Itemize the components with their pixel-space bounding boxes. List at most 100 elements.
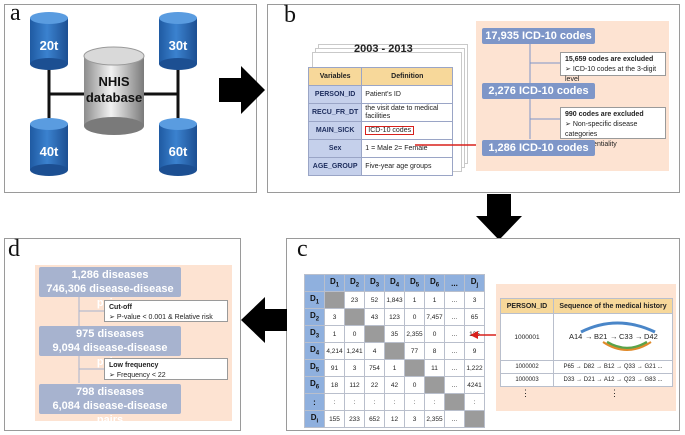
matrix-cell: : (404, 393, 425, 411)
tier-label-60t: 60t (169, 144, 188, 159)
matrix-row-header: D2 (304, 308, 325, 326)
matrix-cell: 754 (364, 359, 385, 377)
matrix-col-header: D3 (364, 274, 385, 292)
arrow-c-to-d-icon (241, 297, 287, 343)
matrix-cell: 9 (464, 342, 485, 360)
seq-code-c33: C33 (619, 332, 633, 341)
matrix-cell: 1 (404, 291, 425, 309)
matrix-col-header: D4 (384, 274, 405, 292)
matrix-cell (364, 325, 385, 343)
matrix-col-header: D1 (324, 274, 345, 292)
header-person-id: PERSON_ID (500, 298, 554, 314)
matrix-row-header: D5 (304, 359, 325, 377)
matrix-cell: 4 (364, 342, 385, 360)
matrix-cell: 1,241 (344, 342, 365, 360)
matrix-cell: 233 (344, 410, 365, 428)
matrix-cell (424, 376, 445, 394)
matrix-cell: 18 (324, 376, 345, 394)
pairs-flow-connectors (78, 295, 105, 383)
icd-note-2-title: 990 codes are excluded (565, 111, 644, 118)
seq-arrow-2: → (610, 332, 618, 341)
matrix-cell: ... (444, 342, 465, 360)
arrow-b-to-c-icon (476, 194, 522, 240)
matrix-cell: 35 (384, 325, 405, 343)
matrix-col-header: Dj (464, 274, 485, 292)
var-age-group: AGE_GROUP (307, 157, 363, 176)
panel-d-label: d (8, 236, 20, 262)
icd-note-2: 990 codes are excluded ➢ Non-specific di… (560, 107, 666, 148)
matrix-row-header: D1 (304, 291, 325, 309)
matrix-col-header: D5 (404, 274, 425, 292)
header-variables: Variables (307, 67, 363, 86)
matrix-cell: : (324, 393, 345, 411)
def-recu-fr-dt: the visit date to medical facilities (361, 103, 454, 122)
history-seq-3: D33 → D21 → A12 → Q23 → G83 ... (553, 373, 673, 387)
matrix-cell: ... (444, 359, 465, 377)
matrix-col-header: D6 (424, 274, 445, 292)
history-id-3: 1000003 (500, 373, 554, 387)
matrix-cell (384, 342, 405, 360)
icd-box-1286: 1,286 ICD-10 codes (482, 140, 595, 156)
matrix-cell: 4241 (464, 376, 485, 394)
matrix-cell: 91 (324, 359, 345, 377)
nhis-database-icon: NHIS database (83, 46, 145, 135)
history-ellipsis-id: ⋮ (521, 388, 530, 398)
matrix-row: :::::::: (304, 393, 485, 411)
matrix-cell: ... (444, 410, 465, 428)
matrix-cell: 42 (384, 376, 405, 394)
pairs-box-2-line1: 975 diseases (76, 328, 144, 340)
pairs-box-975: 975 diseases 9,094 disease-disease pairs (39, 326, 181, 368)
def-person-id: Patient's ID (361, 85, 454, 104)
var-sex: Sex (307, 139, 363, 158)
header-sequence: Sequence of the medical history (553, 298, 673, 314)
matrix-cell: ... (444, 376, 465, 394)
matrix-cell: 3 (464, 291, 485, 309)
matrix-row-header: : (304, 393, 325, 411)
matrix-cell: 7,457 (424, 308, 445, 326)
cutoff-note-item: P-value < 0.001 & Relative risk (116, 314, 213, 321)
seq-code-d42: D42 (644, 332, 658, 341)
pairs-box-1286: 1,286 diseases 746,306 disease-disease p… (39, 267, 181, 309)
panel-c-label: c (297, 236, 308, 262)
matrix-cell: 0 (404, 376, 425, 394)
matrix-cell: : (464, 393, 485, 411)
tier-label-30t: 30t (169, 38, 188, 53)
matrix-cell: ... (444, 325, 465, 343)
matrix-cell: : (344, 393, 365, 411)
icd-note-1-item: ICD-10 codes at the 3-digit level (565, 66, 657, 83)
matrix-cell: 1 (424, 291, 445, 309)
matrix-cell (444, 393, 465, 411)
matrix-cell: 52 (364, 291, 385, 309)
matrix-cell: : (384, 393, 405, 411)
database-20t-icon: 20t (30, 12, 68, 70)
low-frequency-note-title: Low frequency (109, 362, 159, 369)
seq-code-b21: B21 (594, 332, 607, 341)
matrix-cell: 2,355 (424, 410, 445, 428)
matrix-cell: : (424, 393, 445, 411)
cutoff-note-title: Cut-off (109, 304, 132, 311)
matrix-cell: 123 (384, 308, 405, 326)
def-age-group: Five-year age groups (361, 157, 454, 176)
history-ellipsis-seq: ⋮ (610, 388, 619, 398)
tier-label-40t: 40t (40, 144, 59, 159)
matrix-cell: 8 (424, 342, 445, 360)
matrix-cell: 3 (324, 308, 345, 326)
matrix-row-header: Di (304, 410, 325, 428)
icd-box-2276: 2,276 ICD-10 codes (482, 83, 595, 99)
pairs-box-3-line2: 6,084 disease-disease pairs (52, 400, 168, 426)
icd-note-2-item-1: Non-specific disease categories (565, 121, 638, 138)
history-id-1: 1000001 (500, 313, 554, 361)
matrix-cell: 12 (384, 410, 405, 428)
def-sex: 1 = Male 2= Female (361, 139, 454, 158)
seq-arrow-1: → (585, 332, 593, 341)
var-recu-fr-dt: RECU_FR_DT (307, 103, 363, 122)
nhis-database-diagram: 20t 30t 40t 60t NHIS database (30, 12, 197, 176)
var-main-sick: MAIN_SICK (307, 121, 363, 140)
database-40t-icon: 40t (30, 118, 68, 176)
matrix-col-header: D2 (344, 274, 365, 292)
matrix-cell: : (364, 393, 385, 411)
